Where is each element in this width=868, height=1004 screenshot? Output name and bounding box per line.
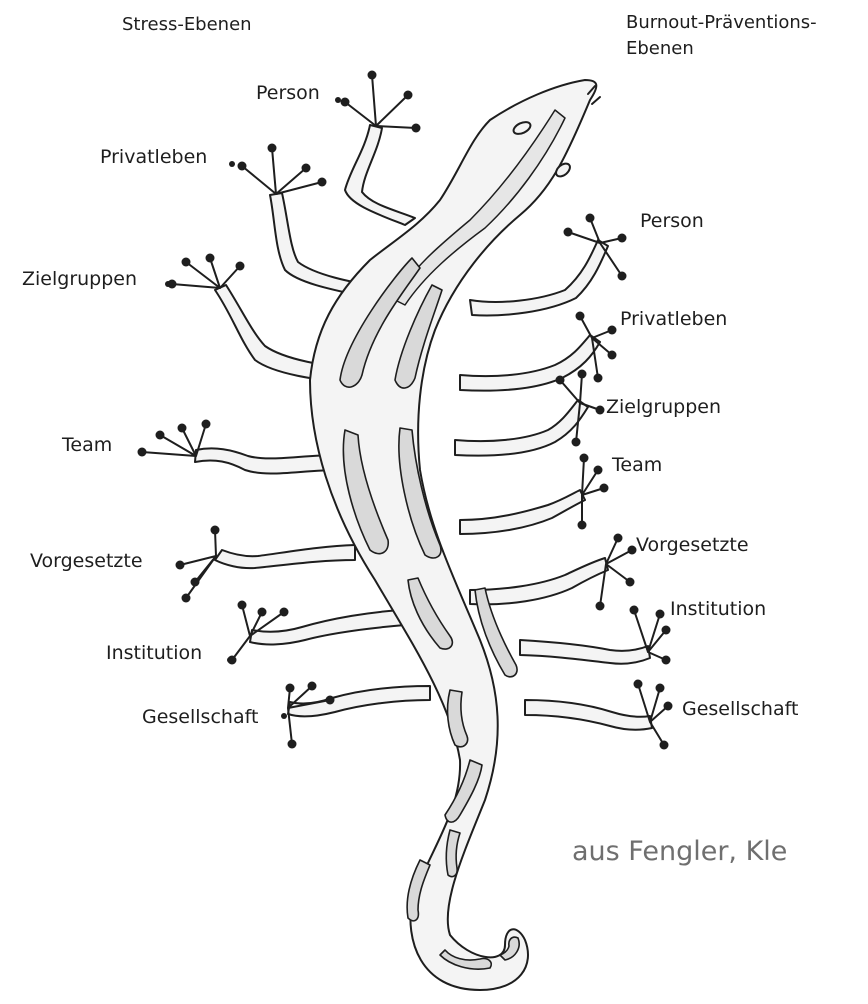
heading-burnout-line2: Ebenen: [626, 38, 694, 60]
left-label-zielgruppen: Zielgruppen: [22, 268, 137, 290]
right-leg-gesellschaft: [525, 684, 668, 745]
left-label-team: Team: [62, 434, 112, 456]
left-label-institution: Institution: [106, 642, 202, 664]
right-label-institution: Institution: [670, 598, 766, 620]
right-label-gesellschaft: Gesellschaft: [682, 698, 798, 720]
right-label-team: Team: [612, 454, 662, 476]
left-label-gesellschaft: Gesellschaft: [142, 706, 258, 728]
left-label-vorgesetzte: Vorgesetzte: [30, 550, 143, 572]
right-label-person: Person: [640, 210, 704, 232]
left-leg-gesellschaft: [288, 686, 430, 744]
right-label-vorgesetzte: Vorgesetzte: [636, 534, 749, 556]
right-leg-vorgesetzte: [470, 538, 632, 606]
heading-stress-ebenen: Stress-Ebenen: [122, 14, 252, 36]
heading-burnout-line1: Burnout-Präventions-: [626, 12, 817, 34]
right-label-zielgruppen: Zielgruppen: [606, 396, 721, 418]
left-label-person: Person: [256, 82, 320, 104]
left-label-privatleben: Privatleben: [100, 146, 207, 168]
right-leg-privatleben: [460, 316, 612, 391]
left-leg-team: [142, 424, 340, 474]
right-label-privatleben: Privatleben: [620, 308, 727, 330]
source-caption: aus Fengler, Kle: [572, 836, 787, 867]
right-leg-institution: [520, 610, 666, 664]
left-leg-vorgesetzte: [180, 530, 355, 598]
